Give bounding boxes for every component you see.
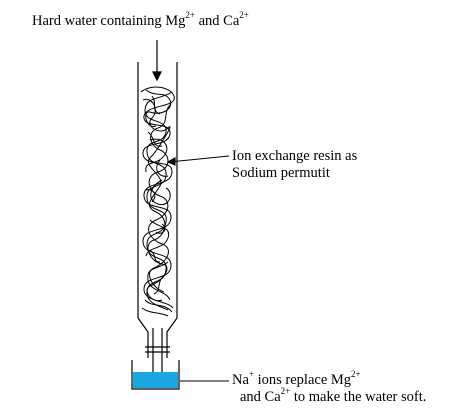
outflow-label-line2: and Ca2+ to make the water soft. xyxy=(240,386,427,405)
column-neck xyxy=(137,317,178,358)
outflow-label: Na+ ions replace Mg2+ and Ca2+ to make t… xyxy=(232,369,427,406)
outlet-valve xyxy=(145,346,170,353)
soft-water xyxy=(133,372,178,388)
resin-label-line2: Sodium permutit xyxy=(232,165,330,181)
inflow-arrow xyxy=(152,40,162,82)
beaker-outline xyxy=(131,360,180,390)
outflow-label-line1: Na+ ions replace Mg2+ xyxy=(232,369,361,388)
resin-leader xyxy=(166,155,230,166)
collection-beaker xyxy=(131,360,180,390)
resin-label: Ion exchange resin as Sodium permutit xyxy=(232,148,357,182)
resin-label-line1: Ion exchange resin as xyxy=(232,148,358,164)
column-tube xyxy=(137,62,178,372)
inflow-label: Hard water containing Mg2+ and Ca2+ xyxy=(32,10,249,29)
resin-bed xyxy=(140,86,175,317)
